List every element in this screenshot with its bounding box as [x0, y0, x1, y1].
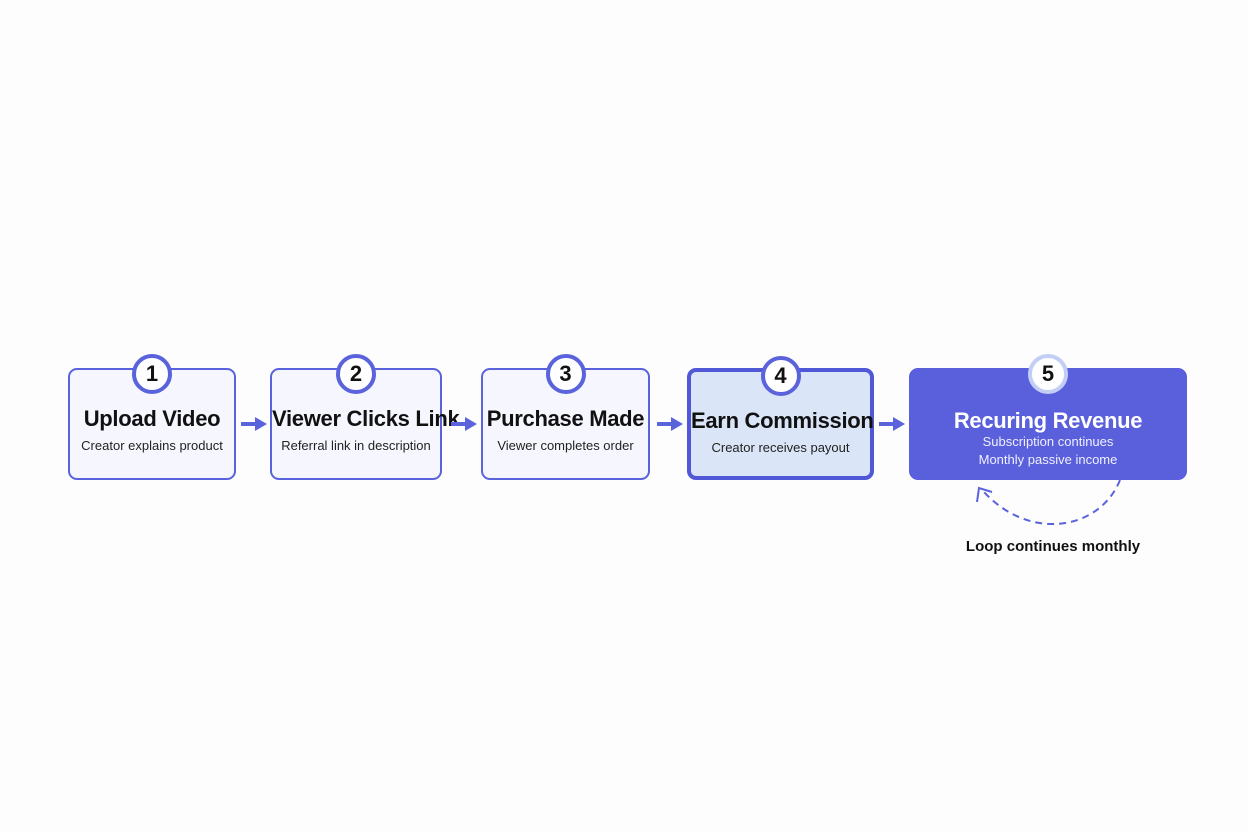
step-title: Recuring Revenue	[953, 408, 1143, 433]
step-subtitle-secondary: Monthly passive income	[978, 452, 1118, 467]
loop-label: Loop continues monthly	[965, 538, 1141, 555]
step-recurring-revenue: 5 Recuring Revenue Subscription continue…	[909, 354, 1187, 480]
arrow-right-icon	[451, 417, 477, 431]
arrow-right-icon	[241, 417, 267, 431]
step-upload-video: 1 Upload Video Creator explains product	[68, 354, 236, 480]
step-number-badge: 5	[1028, 354, 1068, 394]
step-title: Upload Video	[83, 406, 221, 431]
step-subtitle: Viewer completes order	[497, 438, 634, 453]
step-number-badge: 4	[760, 356, 801, 396]
step-title: Purchase Made	[486, 406, 645, 431]
step-number-badge: 1	[132, 354, 172, 394]
step-viewer-clicks-link: 2 Viewer Clicks Link Referral link in de…	[270, 354, 460, 480]
loop-arrow-icon	[976, 479, 1121, 526]
step-subtitle: Creator explains product	[81, 438, 223, 453]
step-title: Earn Commission	[691, 408, 874, 433]
step-subtitle: Creator receives payout	[711, 440, 850, 455]
arrow-right-icon	[879, 417, 905, 431]
step-title: Viewer Clicks Link	[272, 406, 460, 431]
step-number-badge: 2	[336, 354, 376, 394]
step-purchase-made: 3 Purchase Made Viewer completes order	[481, 354, 650, 480]
step-earn-commission: 4 Earn Commission Creator receives payou…	[687, 356, 874, 480]
step-number-badge: 3	[545, 354, 586, 394]
step-subtitle: Referral link in description	[281, 438, 431, 453]
arrow-right-icon	[657, 417, 683, 431]
step-subtitle: Subscription continues	[982, 434, 1114, 449]
